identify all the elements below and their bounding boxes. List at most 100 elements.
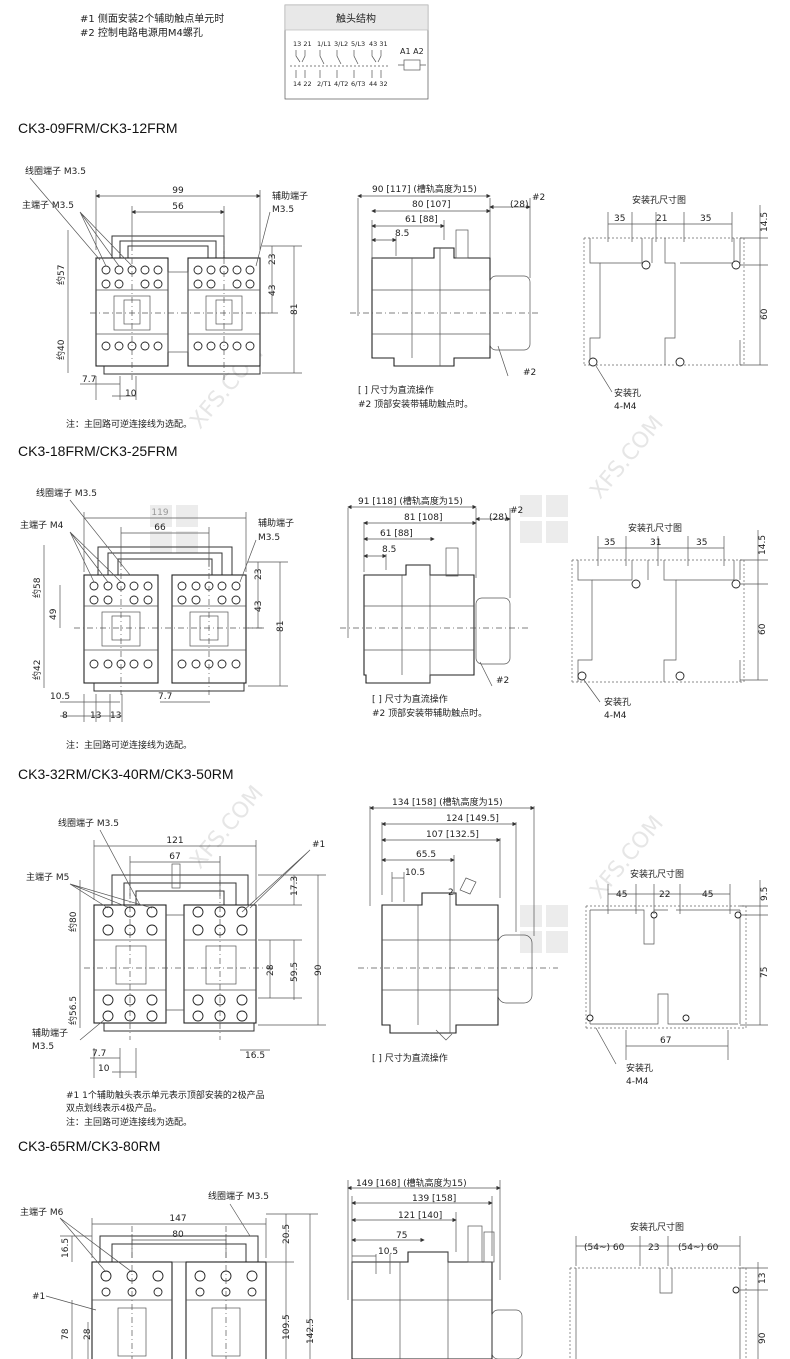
s4-dim-109.5: 109.5 — [282, 1314, 292, 1340]
s3-mount-hole-label: 安装孔 — [626, 1062, 653, 1074]
s1-dim-10: 10 — [125, 389, 137, 399]
s2-mount-dim-35a: 35 — [604, 538, 615, 548]
s1-side-dim-80: 80 [107] — [412, 200, 451, 210]
s2-mount-hole-label: 安装孔 — [604, 696, 631, 708]
s1-dim-43: 43 — [268, 285, 278, 296]
s2-note: 注：主回路可逆连接线为选配。 — [66, 739, 192, 751]
s2-dim-13a: 13 — [90, 711, 101, 721]
contact-bottom-5: 44 32 — [369, 80, 388, 88]
s3-note-1: #1 1个辅助触头表示单元表示顶部安装的2极产品 — [66, 1089, 265, 1101]
s2-side-dim-91: 91 [118] (槽轨高度为15) — [358, 495, 463, 507]
s4-dim-80: 80 — [172, 1230, 184, 1240]
section-1-front-view: 99 56 23 43 81 约57 约40 7.7 10 线圈端子 M3.5 … — [22, 165, 308, 430]
section-4-mount-diagram: 安装孔尺寸图 (54~) 60 23 (54~) 60 13 90 — [569, 1221, 768, 1359]
contact-bottom-1: 14 22 — [293, 80, 312, 88]
s1-note: 注：主回路可逆连接线为选配。 — [66, 418, 192, 430]
s1-mount-dim-21: 21 — [656, 214, 667, 224]
s4-side-dim-139: 139 [158] — [412, 1194, 456, 1204]
contact-bottom-2: 2/T1 — [317, 80, 331, 88]
s2-dim-43: 43 — [254, 601, 264, 612]
s3-note-3: 注：主回路可逆连接线为选配。 — [66, 1116, 192, 1128]
coil-label: A1 A2 — [400, 47, 424, 56]
top-note-2: #2 控制电路电源用M4螺孔 — [80, 26, 203, 39]
s2-dim-42: 约42 — [31, 660, 43, 680]
s3-dim-28: 28 — [266, 964, 276, 976]
section-2-mount-diagram: 安装孔尺寸图 35 31 35 14.5 60 安装孔 4-M4 — [571, 522, 768, 721]
s4-dim-20.5: 20.5 — [282, 1224, 292, 1244]
s3-side-dim-134: 134 [158] (槽轨高度为15) — [392, 796, 503, 808]
s2-aux-terminal-size: M3.5 — [258, 533, 280, 543]
s2-dim-81: 81 — [276, 621, 286, 632]
s4-mount-dim-90: 90 — [758, 1332, 768, 1344]
s4-dim-28: 28 — [83, 1328, 93, 1340]
s3-side-dim-65.5: 65.5 — [416, 850, 436, 860]
section-2-side-view: 91 [118] (槽轨高度为15) 81 [108] 61 [88] 8.5 … — [340, 495, 530, 719]
s4-mount-dim-23: 23 — [648, 1243, 659, 1253]
s3-dim-59.5: 59.5 — [290, 962, 300, 982]
s1-side-dim-8.5: 8.5 — [395, 229, 409, 239]
s1-dim-81: 81 — [290, 304, 300, 315]
s1-dim-23: 23 — [268, 254, 278, 265]
section-1-mount-diagram: 安装孔尺寸图 35 21 35 14.5 60 安装孔 4-M4 — [583, 194, 770, 412]
section-1-title: CK3-09FRM/CK3-12FRM — [18, 120, 177, 136]
s2-main-terminal-label: 主端子 M4 — [20, 519, 64, 531]
s2-dim-66: 66 — [154, 523, 166, 533]
s4-main-terminal-label: 主端子 M6 — [20, 1206, 64, 1218]
s4-dim-142.5: 142.5 — [306, 1318, 316, 1344]
s1-coil-terminal-label: 线圈端子 M3.5 — [25, 165, 86, 177]
contact-top-4: 5/L3 — [351, 40, 365, 48]
s1-side-mark-2b: #2 — [523, 368, 536, 378]
contact-box-title: 触头结构 — [336, 12, 376, 25]
s1-side-dim-28: (28) — [510, 200, 528, 210]
s3-mount-dim-9.5: 9.5 — [760, 887, 770, 901]
s2-mount-dim-35b: 35 — [696, 538, 707, 548]
s1-aux-terminal-label: 辅助端子 — [272, 190, 308, 202]
s2-dim-10.5: 10.5 — [50, 692, 70, 702]
s3-main-terminal-label: 主端子 M5 — [26, 871, 69, 883]
s1-dim-56: 56 — [172, 202, 184, 212]
s2-side-mark-2a: #2 — [510, 506, 523, 516]
s3-mark-1: #1 — [312, 840, 325, 850]
s3-mount-title: 安装孔尺寸图 — [630, 868, 684, 880]
s4-side-dim-149: 149 [168] (槽轨高度为15) — [356, 1177, 467, 1189]
s3-aux-terminal-label: 辅助端子 — [32, 1027, 68, 1039]
s2-dim-58: 约58 — [31, 577, 43, 598]
s3-mount-dim-45b: 45 — [702, 890, 713, 900]
s4-side-dim-121: 121 [140] — [398, 1211, 442, 1221]
s2-mount-dim-14.5: 14.5 — [758, 535, 768, 555]
s3-mount-dim-45a: 45 — [616, 890, 627, 900]
s4-dim-78: 78 — [61, 1328, 71, 1340]
s1-dim-99: 99 — [172, 186, 184, 196]
s2-side-dim-81: 81 [108] — [404, 513, 443, 523]
s2-dim-119: 119 — [151, 508, 168, 518]
s3-side-dim-2: 2 — [448, 888, 454, 898]
s1-mount-dim-35a: 35 — [614, 214, 625, 224]
s2-side-mark-2b: #2 — [496, 676, 509, 686]
s2-mount-hole-size: 4-M4 — [604, 711, 627, 721]
contact-top-5: 43 31 — [369, 40, 388, 48]
s4-dim-16.5: 16.5 — [61, 1238, 71, 1258]
s2-mount-dim-31: 31 — [650, 538, 661, 548]
s1-aux-terminal-size: M3.5 — [272, 205, 294, 215]
contact-top-1: 13 21 — [293, 40, 312, 48]
section-3-front-view: 121 67 17.3 28 59.5 90 约80 约56.5 7.7 10 … — [26, 817, 326, 1128]
s3-dim-16.5: 16.5 — [245, 1051, 265, 1061]
section-3-mount-diagram: 安装孔尺寸图 45 22 45 9.5 75 67 安装孔 4-M4 — [585, 868, 770, 1087]
s3-note-2: 双点划线表示4极产品。 — [66, 1102, 162, 1114]
s2-side-dim-8.5: 8.5 — [382, 545, 396, 555]
s3-side-note: [ ] 尺寸为直流操作 — [372, 1052, 448, 1064]
section-4-title: CK3-65RM/CK3-80RM — [18, 1138, 160, 1154]
s3-side-dim-107: 107 [132.5] — [426, 830, 479, 840]
s1-mount-dim-14.5: 14.5 — [760, 212, 770, 232]
s4-coil-terminal-label: 线圈端子 M3.5 — [208, 1190, 269, 1202]
contact-bottom-4: 6/T3 — [351, 80, 365, 88]
s3-dim-17.3: 17.3 — [290, 876, 300, 896]
s3-dim-7.7: 7.7 — [92, 1049, 106, 1059]
section-3-side-view: 134 [158] (槽轨高度为15) 124 [149.5] 107 [132… — [358, 796, 558, 1064]
s3-mount-hole-size: 4-M4 — [626, 1077, 649, 1087]
s4-mount-dim-60b: (54~) 60 — [678, 1243, 719, 1253]
section-2-title: CK3-18FRM/CK3-25FRM — [18, 443, 177, 459]
s1-dim-7.7: 7.7 — [82, 375, 96, 385]
s4-mount-dim-60a: (54~) 60 — [584, 1243, 625, 1253]
s1-mount-hole-label: 安装孔 — [614, 387, 641, 399]
